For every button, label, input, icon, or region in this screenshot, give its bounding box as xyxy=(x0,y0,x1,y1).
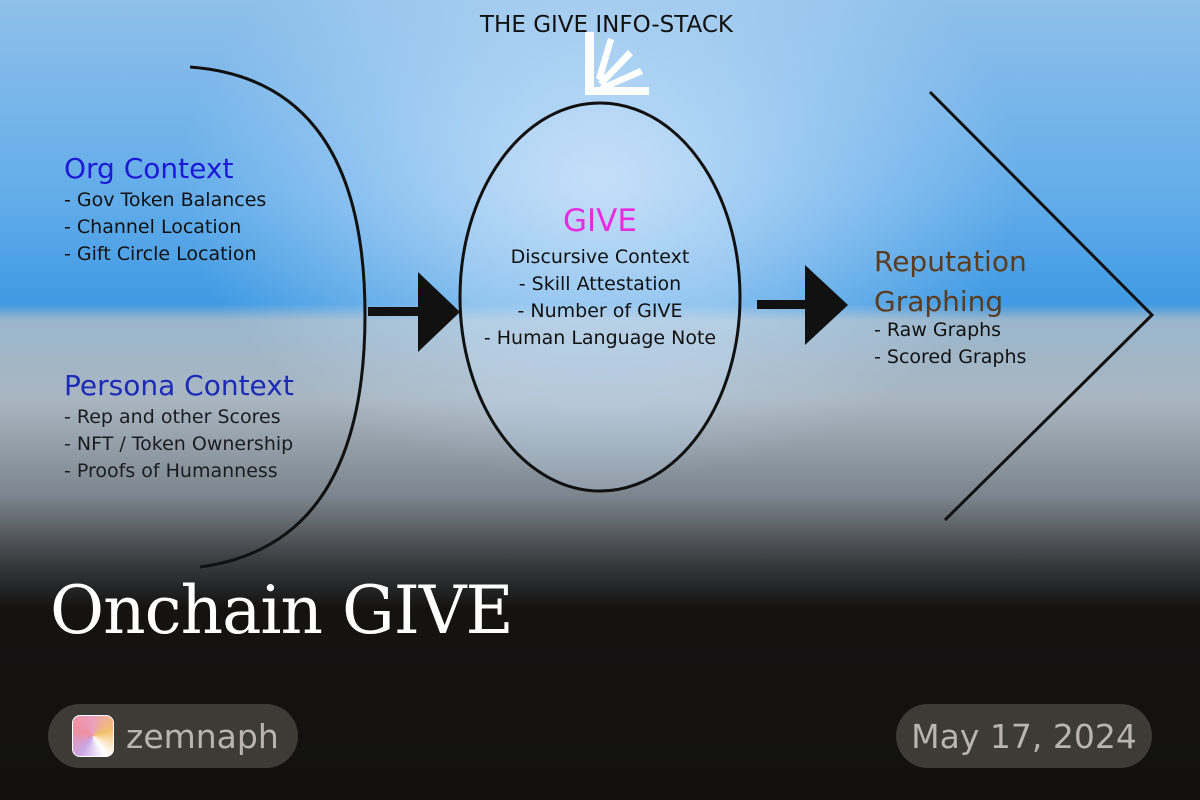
chevron-icon xyxy=(928,90,1155,522)
author-pill[interactable]: zemnaph xyxy=(48,704,298,768)
arrow-right-icon xyxy=(368,272,460,352)
left-arc xyxy=(189,65,367,569)
list-item: - Proofs of Humanness xyxy=(64,460,278,482)
org-context-title: Org Context xyxy=(64,152,234,185)
post-title: Onchain GIVE xyxy=(50,572,514,649)
persona-context-list: - Rep and other Scores - NFT / Token Own… xyxy=(64,404,293,485)
org-context-list: - Gov Token Balances - Channel Location … xyxy=(64,187,266,268)
arrow-right-icon xyxy=(757,265,848,345)
list-item: - Gift Circle Location xyxy=(64,243,257,265)
list-item: - NFT / Token Ownership xyxy=(64,433,294,455)
list-item: - Raw Graphs xyxy=(874,319,1002,341)
reputation-title-line: Reputation xyxy=(874,245,1027,278)
reputation-title-line: Graphing xyxy=(874,285,1004,318)
burst-icon xyxy=(585,32,649,95)
reputation-title: Reputation Graphing xyxy=(874,242,1027,322)
give-title: GIVE xyxy=(563,203,637,239)
list-item: - Channel Location xyxy=(64,216,242,238)
list-item: - Rep and other Scores xyxy=(64,406,281,428)
reputation-list: - Raw Graphs - Scored Graphs xyxy=(874,317,1026,371)
list-item: - Human Language Note xyxy=(483,327,717,349)
avatar xyxy=(72,715,114,757)
list-item: - Number of GIVE xyxy=(517,300,683,322)
date-pill: May 17, 2024 xyxy=(896,704,1152,768)
post-date: May 17, 2024 xyxy=(911,716,1137,756)
give-ellipse xyxy=(458,101,742,493)
diagram-header: THE GIVE INFO-STACK xyxy=(480,12,733,38)
list-item: - Scored Graphs xyxy=(874,346,1027,368)
persona-context-title: Persona Context xyxy=(64,369,294,402)
author-name: zemnaph xyxy=(126,716,279,756)
give-subtitle: Discursive Context xyxy=(510,246,690,268)
list-item: - Skill Attestation xyxy=(518,273,682,295)
list-item: - Gov Token Balances xyxy=(64,189,267,211)
give-list: Discursive Context - Skill Attestation -… xyxy=(460,244,740,352)
